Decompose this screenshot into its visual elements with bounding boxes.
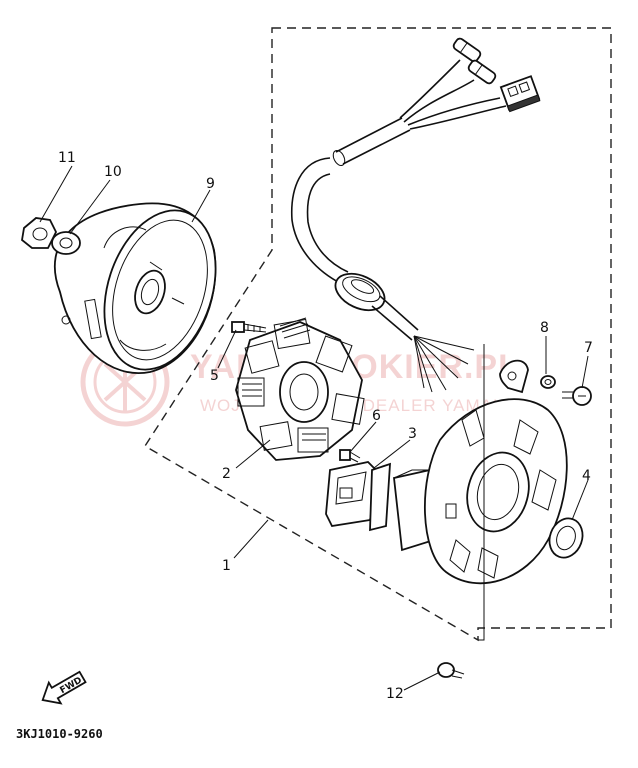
diagram-code: 3KJ1010-9260 — [16, 727, 103, 741]
callout-9: 9 — [206, 176, 215, 192]
callout-3: 3 — [408, 426, 417, 442]
wire-harness — [290, 37, 541, 393]
lead-clamp — [499, 359, 529, 394]
screw — [562, 386, 592, 406]
callout-5: 5 — [210, 368, 219, 384]
forward-arrow-icon: FWD — [41, 670, 87, 705]
callout-8: 8 — [540, 320, 549, 336]
callout-1: 1 — [222, 558, 231, 574]
callout-7: 7 — [584, 340, 593, 356]
callout-6: 6 — [372, 408, 381, 424]
callout-10: 10 — [104, 164, 122, 180]
washer — [540, 375, 556, 389]
callout-12: 12 — [386, 686, 404, 702]
screw — [231, 321, 267, 333]
stator-coil — [235, 317, 365, 461]
callout-11: 11 — [58, 150, 76, 166]
screw — [437, 662, 465, 679]
callout-2: 2 — [222, 466, 231, 482]
pickup-coil — [325, 461, 435, 552]
stator-base-plate — [423, 398, 568, 585]
leader-lines — [39, 165, 589, 691]
assembly-boundary — [144, 27, 612, 642]
callout-4: 4 — [582, 468, 591, 484]
callout-numbers: 1 2 3 4 5 6 7 8 9 10 11 12 — [58, 150, 593, 702]
screw — [339, 449, 361, 463]
flywheel-rotor — [53, 202, 217, 374]
washer — [51, 231, 81, 255]
nut — [21, 217, 58, 249]
